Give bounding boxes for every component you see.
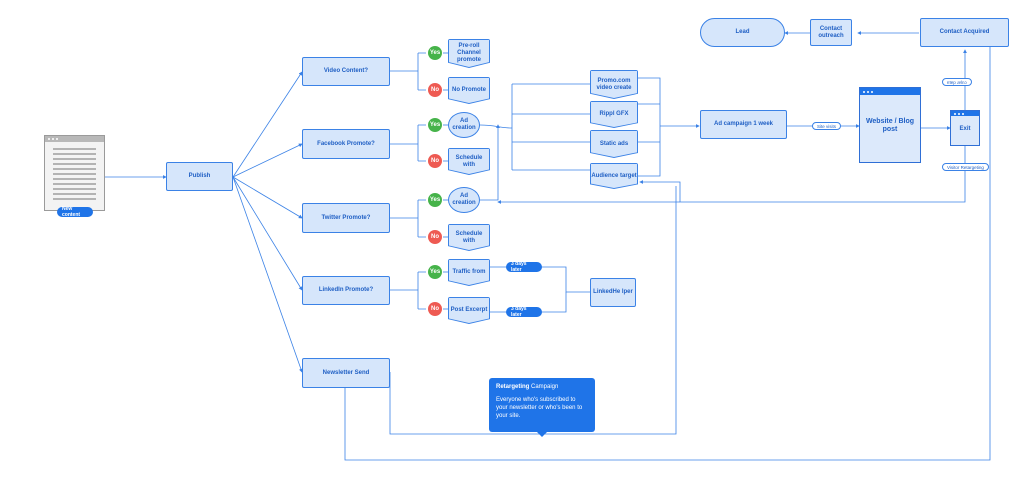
edge-linkedin-branches <box>390 271 426 310</box>
exit-label: Exit <box>959 126 971 132</box>
outcome-facebook-yes: Ad creation <box>448 112 480 138</box>
ad-option-audience: Audience target <box>590 163 638 189</box>
lead-node: Lead <box>700 18 785 47</box>
outcome-facebook-no: Schedule with <box>448 148 490 175</box>
ad-option-static: Static ads <box>590 130 638 158</box>
ad-option-rippl: Rippl GFX <box>590 101 638 128</box>
outcome-video-no: No Promote <box>448 77 490 104</box>
three-days-later-tag-a: 3 days later <box>506 261 542 273</box>
yes-badge-linkedin: Yes <box>428 265 442 279</box>
yes-badge-facebook: Yes <box>428 118 442 132</box>
upper-small-label: ɐʇɐp ɹɐlnɔ <box>942 78 972 86</box>
no-badge-linkedin: No <box>428 302 442 316</box>
new-content-document <box>44 135 105 211</box>
outcome-twitter-yes: Ad creation <box>448 187 480 213</box>
decision-newsletter: Newsletter Send <box>302 358 390 388</box>
three-days-later-tag-b: 3 days later <box>506 306 542 318</box>
edge-facebook-branches <box>390 124 426 162</box>
callout-body: Everyone who's subscribed to your newsle… <box>496 397 583 420</box>
contact-outreach-node: Contact outreach <box>810 19 852 46</box>
no-badge-facebook: No <box>428 154 442 168</box>
edge-ads-campaign <box>638 77 699 177</box>
contact-acquired-node: Contact Acquired <box>920 18 1009 47</box>
site-visits-label: Site visits <box>812 122 842 130</box>
yes-badge-video: Yes <box>428 46 442 60</box>
edge-publish-twitter <box>232 176 303 219</box>
outcome-video-yes: Pre-roll Channel promote <box>448 39 490 68</box>
website-window: Website / Blog post <box>859 87 921 163</box>
outcome-twitter-no: Schedule with <box>448 224 490 251</box>
website-label: Website / Blog post <box>865 118 915 134</box>
outcome-linkedin-yes: Traffic from <box>448 259 490 286</box>
new-content-label: New content <box>57 206 93 218</box>
decision-twitter: Twitter Promote? <box>302 203 390 233</box>
no-badge-video: No <box>428 83 442 97</box>
edge-publish-video <box>232 71 303 178</box>
callout-title: Retargeting Campaign <box>496 384 559 390</box>
edge-publish-newsletter <box>232 176 303 373</box>
decision-video: Video Content? <box>302 57 390 86</box>
linkedhelper-node: LinkedHe lper <box>590 278 636 307</box>
edge-ad-bus <box>511 83 590 171</box>
no-badge-twitter: No <box>428 230 442 244</box>
yes-badge-twitter: Yes <box>428 193 442 207</box>
ad-option-promo: Promo.com video create <box>590 70 638 99</box>
edge-video-branches <box>390 52 426 91</box>
ad-campaign-node: Ad campaign 1 week <box>700 110 787 139</box>
edge-newsletter-loop <box>389 186 677 435</box>
outcome-linkedin-no: Post Excerpt <box>448 297 490 324</box>
retargeting-callout: Retargeting Campaign Everyone who's subs… <box>489 378 595 437</box>
exit-window: Exit <box>950 110 980 146</box>
edge-publish-facebook <box>232 143 303 178</box>
edge-twitter-branches <box>390 199 426 238</box>
decision-linkedin: LinkedIn Promote? <box>302 276 390 305</box>
publish-node: Publish <box>166 162 233 191</box>
decision-facebook: Facebook Promote? <box>302 129 390 159</box>
edge-publish-linkedin <box>232 176 303 291</box>
edge-adcreation-bus <box>479 124 513 129</box>
visitor-retargeting-label: Visitor Retargeting <box>942 163 989 171</box>
